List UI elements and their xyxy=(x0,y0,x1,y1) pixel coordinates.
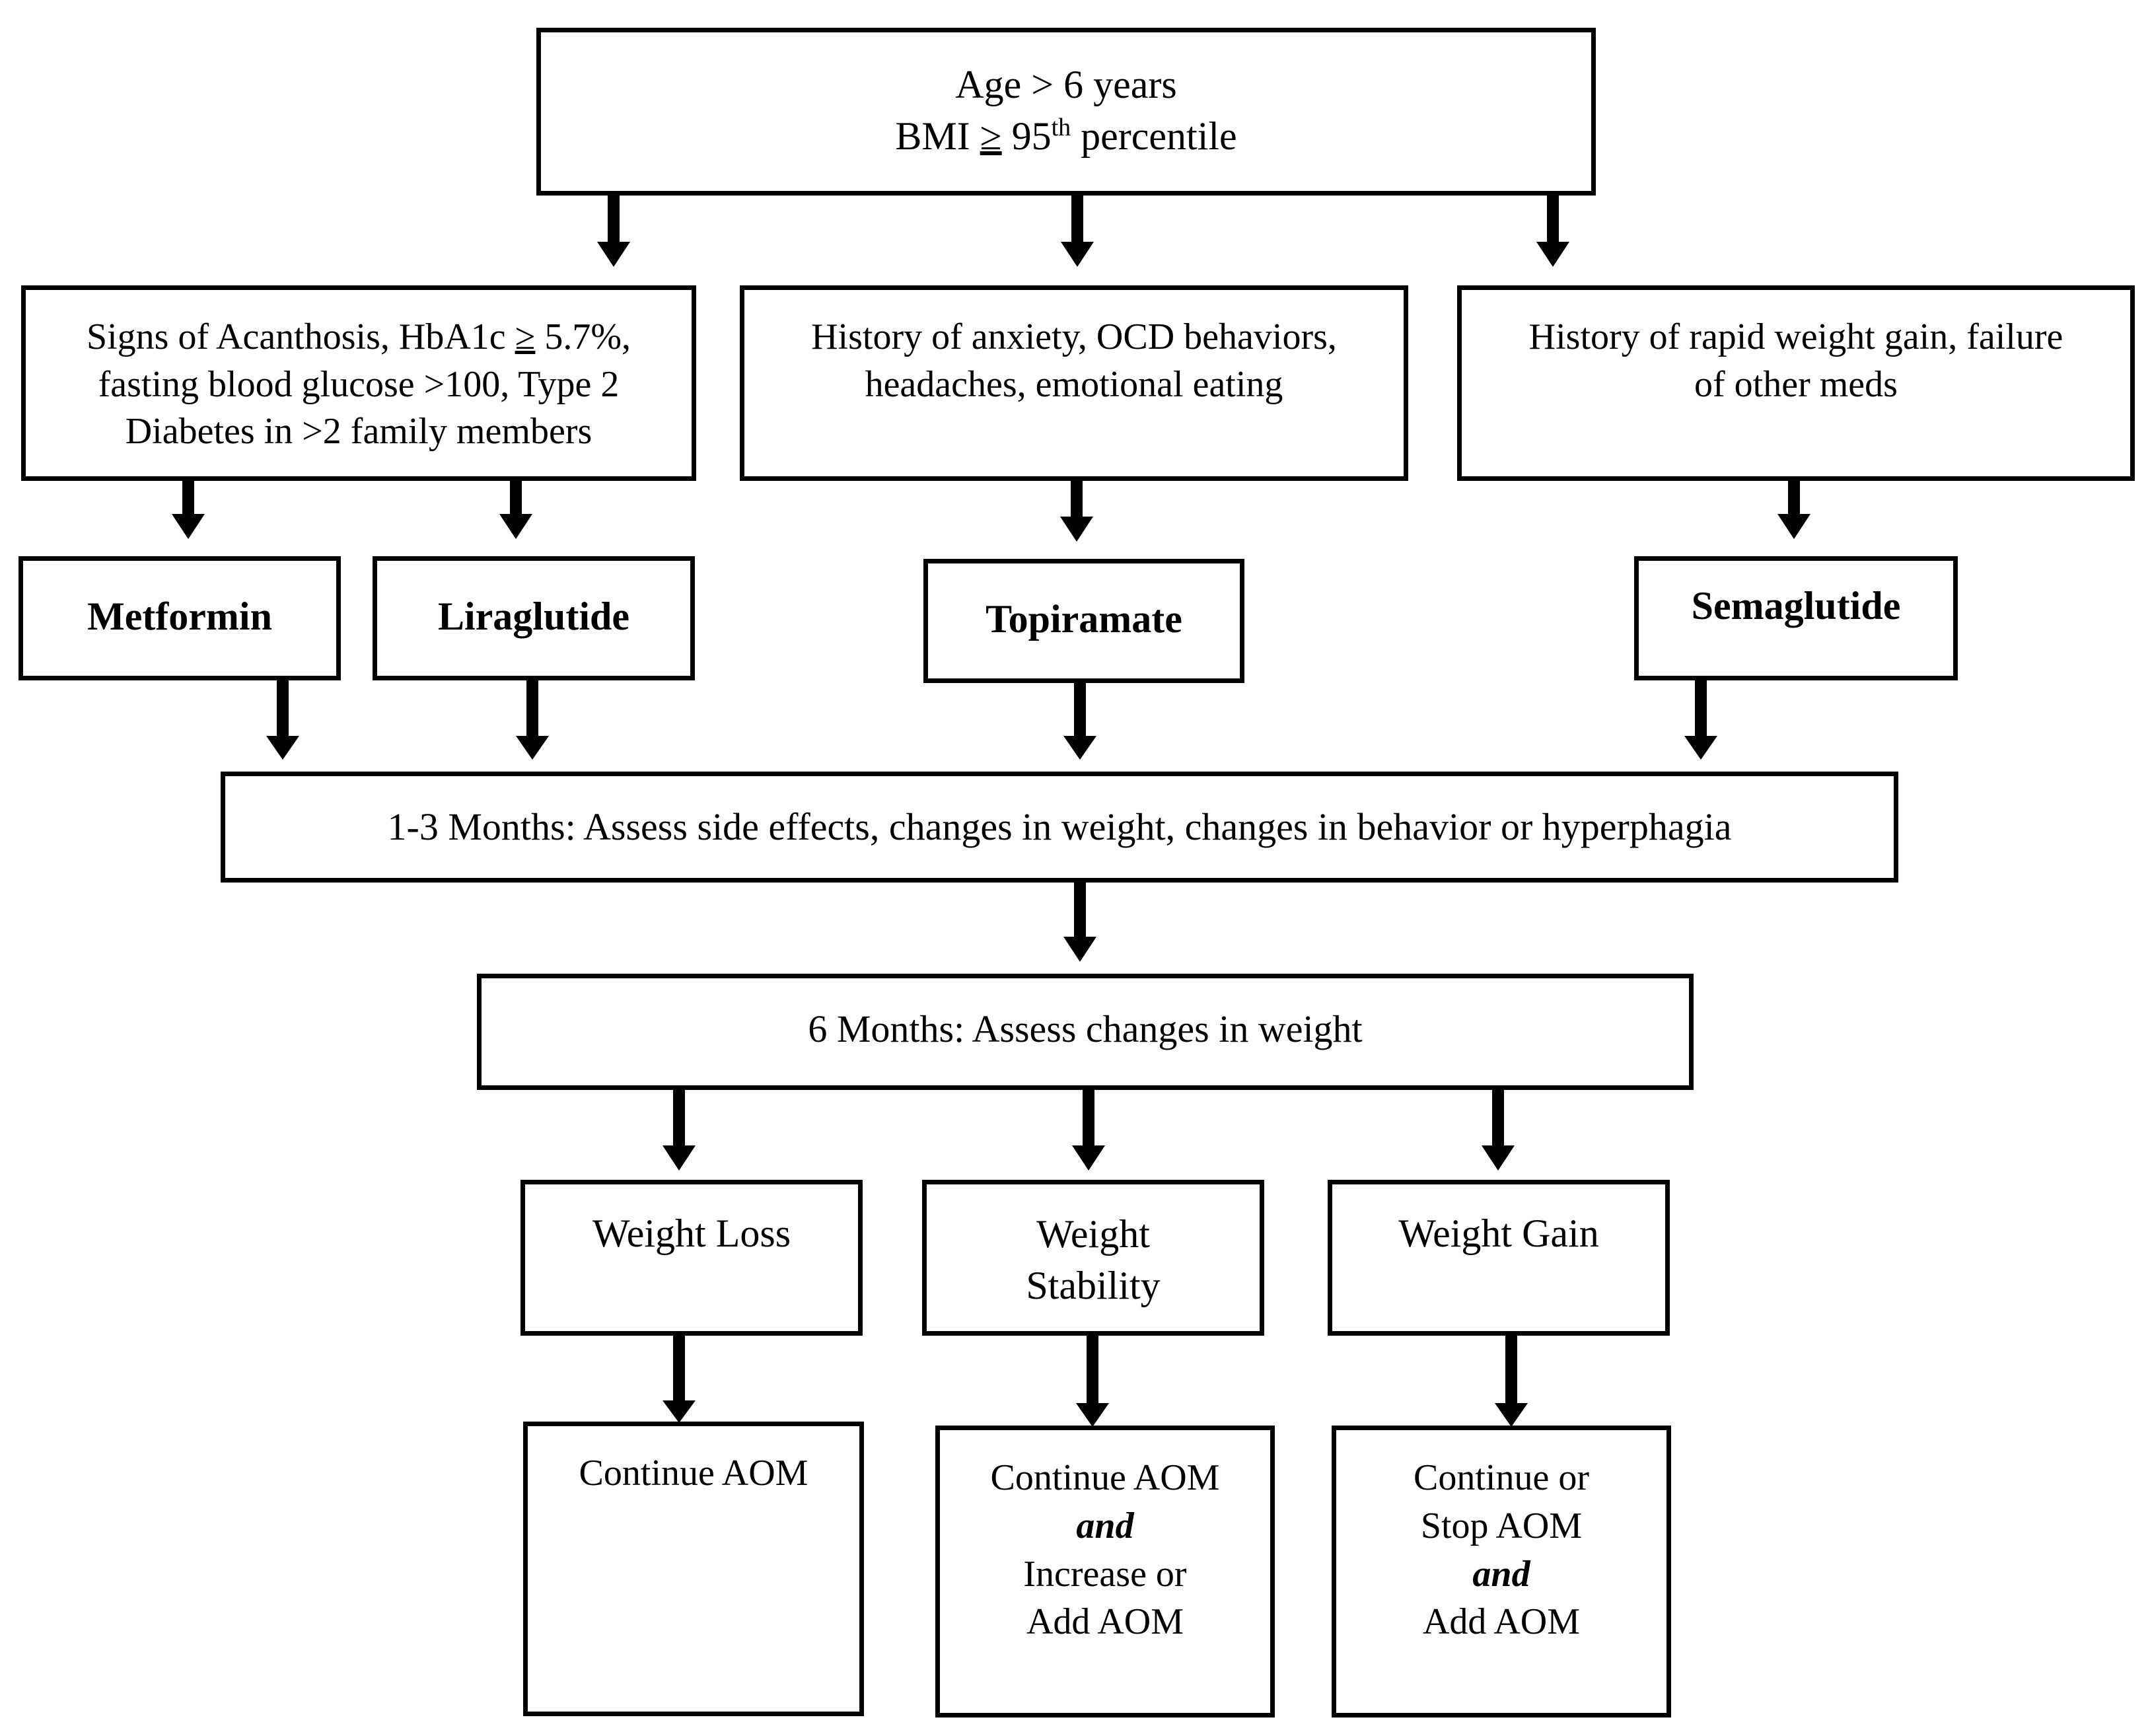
arrow-middle-to-topiramate xyxy=(1060,481,1093,542)
criteria-behavioral-line1: History of anxiety, OCD behaviors, xyxy=(811,316,1337,357)
arrow-left-to-metformin xyxy=(172,481,205,539)
criteria-rapid-gain-line2: of other meds xyxy=(1694,363,1898,405)
action-box-weight-stability: Continue AOM and Increase or Add AOM xyxy=(935,1426,1275,1718)
action-gain-line3: Add AOM xyxy=(1422,1601,1581,1643)
arrow-6months-to-gain xyxy=(1482,1090,1515,1171)
arrow-semaglutide-to-assess xyxy=(1684,680,1717,760)
assess-6-months-text: 6 Months: Assess changes in weight xyxy=(808,1007,1363,1050)
root-criteria-box: Age > 6 years BMI ≥ 95th percentile xyxy=(536,28,1596,196)
assess-1-3-months-text: 1-3 Months: Assess side effects, changes… xyxy=(387,805,1732,848)
outcome-weight-loss-label: Weight Loss xyxy=(592,1212,791,1255)
criteria-metabolic-line2: fasting blood glucose >100, Type 2 xyxy=(98,363,620,405)
arrow-right-to-semaglutide xyxy=(1777,481,1810,539)
arrow-gain-to-action xyxy=(1495,1336,1528,1427)
criteria-metabolic-line3: Diabetes in >2 family members xyxy=(125,411,592,452)
arrow-topiramate-to-assess xyxy=(1063,683,1096,760)
arrow-6months-to-stability xyxy=(1072,1090,1105,1171)
med-topiramate-label: Topiramate xyxy=(985,597,1182,641)
arrow-left-to-liraglutide xyxy=(499,481,532,539)
criteria-behavioral-line2: headaches, emotional eating xyxy=(865,363,1283,405)
outcome-weight-gain-label: Weight Gain xyxy=(1398,1212,1599,1255)
arrow-root-to-right xyxy=(1536,196,1569,267)
med-liraglutide-label: Liraglutide xyxy=(437,595,629,638)
arrow-assess-to-6months xyxy=(1063,883,1096,962)
assess-6-months-box: 6 Months: Assess changes in weight xyxy=(477,974,1694,1090)
outcome-box-weight-stability: Weight Stability xyxy=(922,1180,1264,1336)
arrow-root-to-middle xyxy=(1061,196,1094,267)
criteria-box-rapid-gain: History of rapid weight gain, failure of… xyxy=(1457,285,2135,481)
action-weight-loss-text: Continue AOM xyxy=(579,1453,808,1494)
arrow-stability-to-action xyxy=(1076,1336,1109,1427)
med-box-liraglutide: Liraglutide xyxy=(373,556,695,680)
arrow-liraglutide-to-assess xyxy=(516,680,549,760)
root-bmi-text: BMI ≥ 95th percentile xyxy=(895,114,1237,158)
criteria-box-behavioral: History of anxiety, OCD behaviors, heada… xyxy=(740,285,1408,481)
arrow-metformin-to-assess xyxy=(266,680,299,760)
med-box-metformin: Metformin xyxy=(18,556,341,680)
arrow-6months-to-loss xyxy=(663,1090,696,1171)
med-semaglutide-label: Semaglutide xyxy=(1691,584,1901,628)
med-metformin-label: Metformin xyxy=(87,595,272,638)
action-box-weight-loss: Continue AOM xyxy=(523,1422,864,1716)
action-stability-line3: Add AOM xyxy=(1026,1601,1184,1643)
outcome-box-weight-gain: Weight Gain xyxy=(1328,1180,1670,1336)
criteria-metabolic-line1: Signs of Acanthosis, HbA1c ≥ 5.7%, xyxy=(86,316,631,357)
outcome-weight-stability-line1: Weight xyxy=(1036,1212,1150,1256)
action-stability-and: and xyxy=(1076,1505,1134,1546)
assess-1-3-months-box: 1-3 Months: Assess side effects, changes… xyxy=(221,772,1898,883)
outcome-weight-stability-line2: Stability xyxy=(1026,1264,1161,1307)
criteria-box-metabolic: Signs of Acanthosis, HbA1c ≥ 5.7%, fasti… xyxy=(21,285,696,481)
root-age-text: Age > 6 years xyxy=(955,63,1177,106)
outcome-box-weight-loss: Weight Loss xyxy=(520,1180,863,1336)
criteria-rapid-gain-line1: History of rapid weight gain, failure xyxy=(1528,316,2063,357)
action-gain-line1: Continue or xyxy=(1414,1457,1589,1498)
action-gain-line2: Stop AOM xyxy=(1420,1505,1583,1546)
med-box-semaglutide: Semaglutide xyxy=(1634,556,1958,680)
med-box-topiramate: Topiramate xyxy=(923,559,1244,683)
arrow-loss-to-action xyxy=(663,1336,696,1423)
action-gain-and: and xyxy=(1472,1553,1530,1595)
action-stability-line1: Continue AOM xyxy=(990,1457,1220,1498)
arrow-root-to-left xyxy=(597,196,630,267)
action-box-weight-gain: Continue or Stop AOM and Add AOM xyxy=(1332,1426,1671,1718)
action-stability-line2: Increase or xyxy=(1023,1553,1187,1595)
